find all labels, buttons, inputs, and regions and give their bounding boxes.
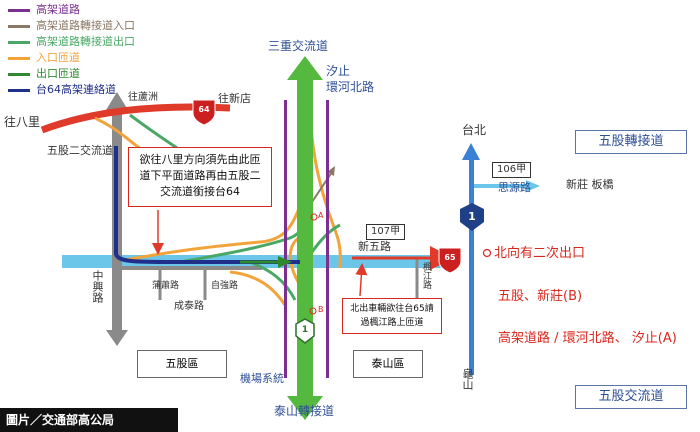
entrance-ramp-2	[124, 205, 302, 262]
point-a-marker-icon	[310, 213, 318, 221]
image-credit: 圖片／交通部高公局	[0, 408, 178, 432]
highway-1-line	[469, 150, 474, 375]
legend-swatch	[8, 89, 30, 92]
label-to-luzhou: 往蘆洲	[128, 92, 158, 103]
note-pointer-bottom	[355, 263, 368, 297]
shield-1-left-number: 1	[301, 325, 309, 335]
label-taipei: 台北	[462, 123, 487, 137]
point-b-marker-icon	[309, 307, 317, 315]
hw64-shield-icon	[192, 99, 216, 126]
label-wugu-second: 五股二交流道	[47, 144, 113, 157]
shield-64-number: 64	[198, 105, 210, 114]
district-wugu: 五股區	[137, 350, 227, 378]
legend-swatch	[8, 73, 30, 76]
exit-info-north: 北向有二次出口	[494, 246, 586, 261]
legend-swatch	[8, 9, 30, 12]
legend-item: 高架道路	[6, 3, 181, 17]
transfer-exit-4	[249, 260, 297, 301]
label-route-107: 107甲	[366, 224, 406, 240]
label-point-b: B	[318, 305, 324, 314]
legend-item: 台64高架連絡道	[6, 83, 181, 97]
exit-info-elevated-a: 高架道路 / 環河北路、 汐止(A)	[498, 331, 677, 346]
transfer-entry-arrow	[327, 166, 335, 176]
label-chengtai-road: 成泰路	[174, 301, 204, 312]
label-xizhi: 汐止	[326, 64, 351, 78]
label-sanchong: 三重交流道	[268, 39, 329, 53]
label-taishan-transfer: 泰山轉接道	[274, 404, 335, 418]
legend-swatch	[8, 25, 30, 28]
elevated-road-right	[326, 100, 329, 378]
exit-info-wugu-b: 五股、新莊(B)	[498, 289, 583, 304]
hw1-right-shield-icon	[460, 203, 484, 231]
legend-label: 高架道路轉接道出口	[36, 35, 135, 48]
label-fengjiang-road: 楓江路	[421, 262, 431, 289]
shield-65-number: 65	[444, 253, 456, 262]
highway-1-main-down-arrow	[287, 396, 323, 420]
legend-label: 出口匝道	[36, 67, 80, 80]
legend-item: 入口匝道	[6, 51, 181, 65]
highway-1-main-up-arrow	[287, 56, 323, 80]
label-zijiang-road: 自強路	[211, 281, 239, 291]
label-huanhe-north: 環河北路	[326, 80, 375, 94]
district-taishan: 泰山區	[353, 350, 423, 378]
label-guishan: 龜山	[461, 368, 474, 390]
legend-label: 台64高架連絡道	[36, 83, 116, 96]
note-left: 欲往八里方向須先由此匝道下平面道路再由五股二交流道銜接台64	[128, 147, 272, 207]
title-wugu-interchange: 五股交流道	[575, 385, 687, 409]
legend-label: 高架道路轉接道入口	[36, 19, 135, 32]
legend-swatch	[8, 41, 30, 44]
entrance-ramp-4	[229, 270, 287, 306]
exit-ramp-arrow	[278, 256, 292, 268]
label-xinwu-road: 新五路	[358, 240, 391, 253]
legend-item: 出口匝道	[6, 67, 181, 81]
title-wugu-transfer: 五股轉接道	[575, 130, 687, 154]
label-route-106: 106甲	[492, 162, 532, 178]
elevated-road-left	[284, 100, 287, 378]
label-point-a: A	[318, 211, 324, 220]
legend-label: 入口匝道	[36, 51, 80, 64]
highway-1-up-arrow	[462, 143, 480, 160]
label-to-bali: 往八里	[4, 115, 41, 129]
taiwan-64-connector	[114, 146, 300, 264]
note-bottom: 北出車輛欲往台65請過楓江路上匝道	[342, 298, 442, 334]
label-xinzhuang-banqiao: 新莊 板橋	[566, 178, 614, 191]
hw65-shield-icon	[438, 247, 462, 274]
legend-swatch	[8, 57, 30, 60]
highway-1-main	[297, 76, 313, 402]
zhongxing-up-arrow	[106, 92, 128, 110]
hw1-left-shield-icon	[295, 318, 315, 344]
legend-item: 高架道路轉接道入口	[6, 19, 181, 33]
exit-info-marker-icon	[482, 248, 492, 258]
legend-item: 高架道路轉接道出口	[6, 35, 181, 49]
label-to-xindian: 往新店	[218, 92, 251, 105]
zhongxing-down-arrow	[106, 330, 128, 346]
label-zhongxing-road: 中興路	[91, 270, 104, 303]
legend-label: 高架道路	[36, 3, 80, 16]
label-airport-system: 機場系統	[240, 372, 284, 385]
label-pupu-road: 蒲蕭路	[152, 281, 180, 291]
shield-1-right-number: 1	[468, 210, 476, 223]
siyuan-arrow	[526, 180, 540, 192]
label-siyuan-road: 思源路	[498, 181, 531, 194]
